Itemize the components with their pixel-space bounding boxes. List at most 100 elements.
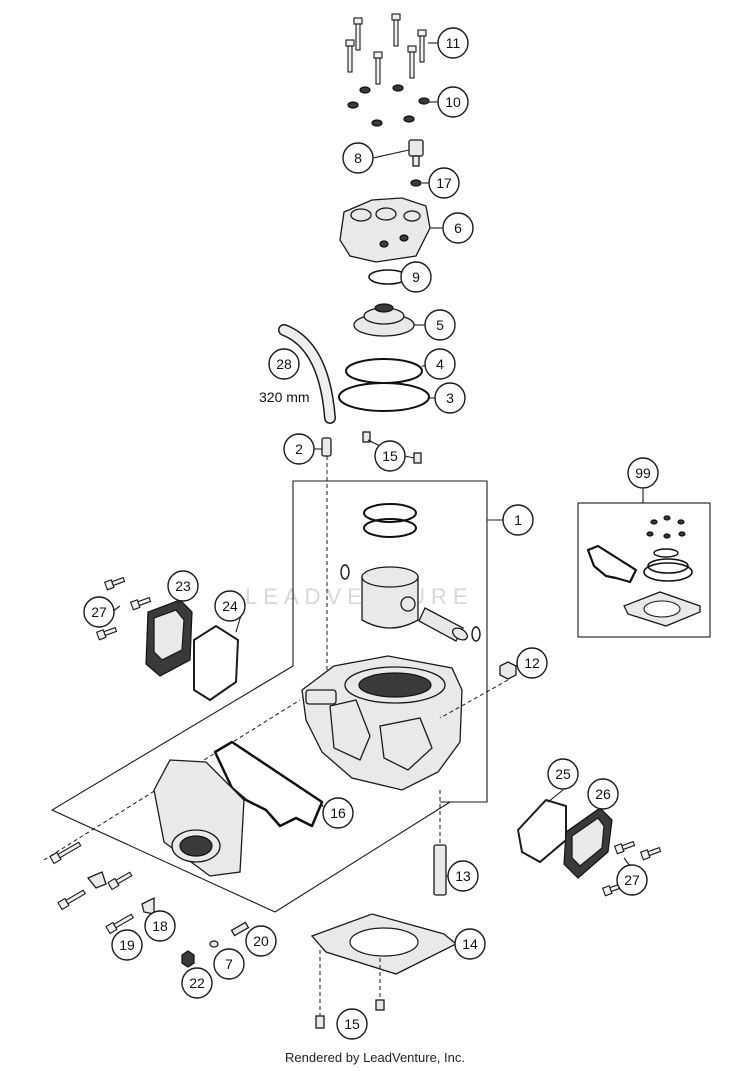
callout-20: 20 <box>245 925 277 957</box>
callout-13: 13 <box>447 860 479 892</box>
svg-text:19: 19 <box>119 937 135 953</box>
callout-26: 26 <box>587 778 619 810</box>
kit-reed-gasket <box>586 544 638 584</box>
reed-valve-gasket <box>213 740 324 828</box>
cable-clip <box>86 871 107 889</box>
callout-25: 25 <box>547 758 579 790</box>
callout-15: 15 <box>336 1008 368 1040</box>
washers <box>347 84 430 127</box>
callout-23: 23 <box>167 570 199 602</box>
callout-3: 3 <box>434 382 466 414</box>
intake-flange <box>153 759 245 877</box>
svg-text:27: 27 <box>91 604 107 620</box>
callout-9: 9 <box>400 261 432 293</box>
svg-text:2: 2 <box>295 441 303 457</box>
cover-screws <box>601 840 662 897</box>
circlip <box>340 564 350 580</box>
callout-18: 18 <box>144 910 176 942</box>
dowel-pin <box>413 452 422 464</box>
svg-text:7: 7 <box>225 956 233 972</box>
callout-15: 15 <box>374 440 406 472</box>
circlip <box>471 626 481 642</box>
cylinder-head <box>339 197 431 263</box>
callout-16: 16 <box>322 797 354 829</box>
nut <box>439 661 517 719</box>
screws <box>49 841 135 935</box>
callout-28: 28 <box>268 348 300 380</box>
hose-length-label: 320 mm <box>259 389 310 405</box>
callout-5: 5 <box>424 309 456 341</box>
stud <box>230 921 250 937</box>
piston-ring-upper <box>363 503 417 523</box>
callout-99: 99 <box>627 457 659 489</box>
callout-22: 22 <box>181 967 213 999</box>
svg-text:13: 13 <box>455 868 471 884</box>
svg-text:11: 11 <box>446 35 461 51</box>
piston-pin <box>418 607 469 642</box>
piston <box>361 566 419 629</box>
svg-text:15: 15 <box>344 1016 360 1032</box>
svg-text:10: 10 <box>445 94 461 110</box>
callout-14: 14 <box>454 928 486 960</box>
cover-screws <box>95 576 152 641</box>
exhaust-cover <box>145 599 193 677</box>
svg-text:17: 17 <box>436 175 452 191</box>
callout-10: 10 <box>437 86 469 118</box>
footer-credit: Rendered by LeadVenture, Inc. <box>285 1050 465 1065</box>
nut <box>181 950 195 968</box>
clamp <box>141 896 155 915</box>
svg-text:26: 26 <box>595 786 611 802</box>
cylinder-base-gasket <box>310 913 458 975</box>
kit-base-gasket <box>623 591 701 627</box>
callout-2: 2 <box>283 433 315 465</box>
svg-text:99: 99 <box>635 465 651 481</box>
callout-11: 11 <box>437 27 469 59</box>
svg-text:27: 27 <box>624 872 640 888</box>
combustion-chamber-insert <box>353 303 415 337</box>
watermark-text: LEADVENTURE <box>245 584 474 609</box>
svg-text:25: 25 <box>555 766 571 782</box>
svg-text:9: 9 <box>412 269 420 285</box>
callout-27: 27 <box>616 864 648 896</box>
stud <box>321 437 332 690</box>
svg-text:12: 12 <box>524 655 540 671</box>
callout-27: 27 <box>83 596 115 628</box>
cover-gasket <box>193 624 240 702</box>
group-bracket <box>292 480 488 803</box>
piston-ring-lower <box>363 518 417 538</box>
callout-4: 4 <box>424 348 456 380</box>
svg-text:24: 24 <box>222 598 238 614</box>
svg-text:8: 8 <box>354 150 362 166</box>
cylinder <box>301 655 463 791</box>
callout-12: 12 <box>516 647 548 679</box>
washer <box>209 940 219 948</box>
dowel-pin <box>375 999 385 1011</box>
svg-text:20: 20 <box>253 933 269 949</box>
svg-text:22: 22 <box>189 975 205 991</box>
svg-text:18: 18 <box>152 918 168 934</box>
cylinder-head-bolts <box>345 13 427 85</box>
svg-text:23: 23 <box>175 578 191 594</box>
svg-text:28: 28 <box>276 356 292 372</box>
callout-6: 6 <box>442 212 474 244</box>
dowel-pin <box>315 1015 325 1029</box>
svg-text:5: 5 <box>436 317 444 333</box>
o-ring-inner <box>345 358 423 384</box>
callout-17: 17 <box>428 167 460 199</box>
gasket-kit-washers <box>646 515 686 539</box>
assembly-frame <box>50 665 294 913</box>
dowel-pin <box>362 431 371 443</box>
svg-text:3: 3 <box>446 390 454 406</box>
callout-24: 24 <box>214 590 246 622</box>
kit-o-ring-small <box>653 548 679 558</box>
svg-text:15: 15 <box>382 448 398 464</box>
callout-19: 19 <box>111 929 143 961</box>
svg-text:16: 16 <box>330 805 346 821</box>
svg-text:14: 14 <box>462 936 478 952</box>
callout-1: 1 <box>502 504 534 536</box>
sealing-ring <box>410 179 422 187</box>
kit-o-ring <box>647 558 689 574</box>
long-stud <box>433 790 447 896</box>
o-ring-outer <box>338 382 430 412</box>
callout-7: 7 <box>213 948 245 980</box>
